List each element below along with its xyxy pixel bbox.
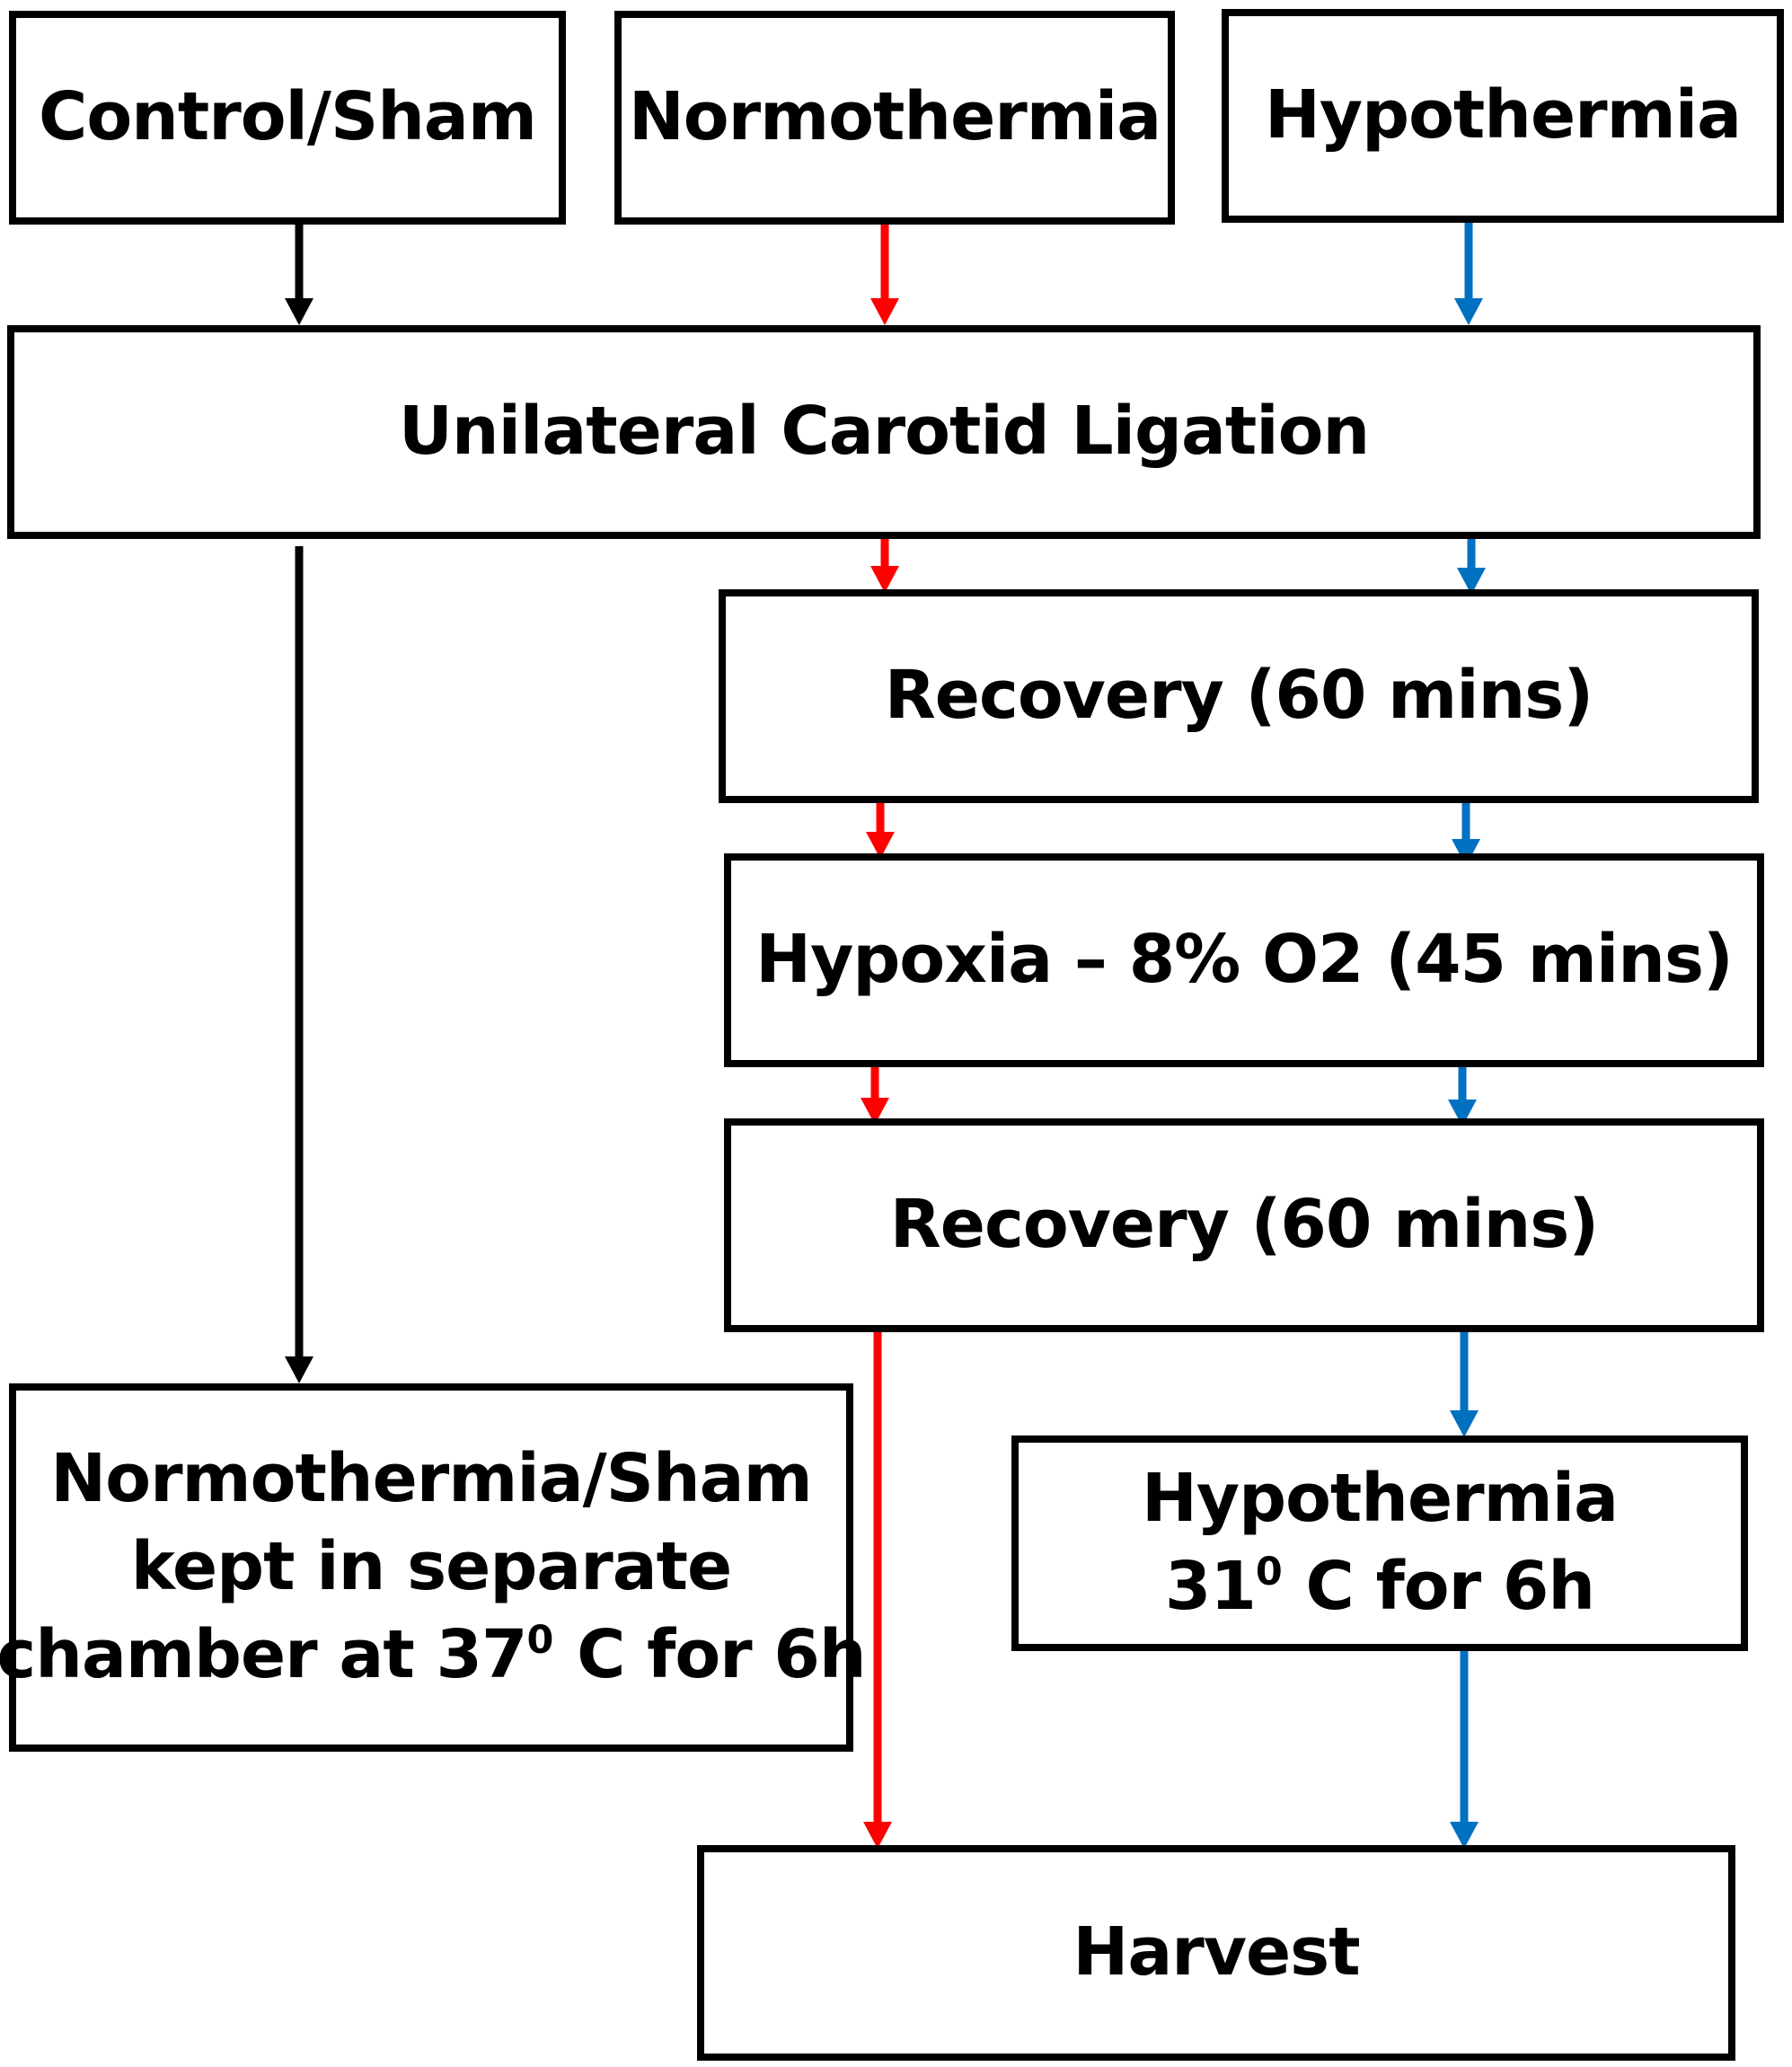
arrow-control-to-ligation [285,223,313,325]
control-sham-box: Control/Sham [9,11,566,225]
hypothermia-treatment-box: Hypothermia 310 C for 6h [1011,1435,1748,1651]
arrow-normo-to-ligation [870,223,899,325]
arrow-control-to-normo-sham [285,546,313,1383]
normothermia-sham-line-3-pre: chamber at 37 [0,1615,527,1693]
degree-superscript: 0 [1255,1550,1283,1595]
arrow-normo-recovery-to-harvest [863,1332,892,1849]
normothermia-sham-line-3-post: C for 6h [554,1615,867,1693]
harvest-box: Harvest [697,1845,1735,2061]
recovery-box-2: Recovery (60 mins) [724,1118,1764,1332]
arrow-control-to-normo-sham-head [285,1356,313,1383]
arrow-hypo-to-ligation-head [1454,298,1483,325]
normothermia-box: Normothermia [614,11,1175,225]
arrow-hypo-recovery-to-treatment [1450,1332,1479,1437]
arrow-normo-ligation-to-recovery [870,539,899,593]
normothermia-sham-line-3: chamber at 370 C for 6h [0,1612,867,1700]
arrow-hypo-hypoxia-to-recovery [1448,1067,1477,1126]
carotid-ligation-label: Unilateral Carotid Ligation [398,393,1370,471]
arrow-normo-to-ligation-head [870,298,899,325]
arrow-hypo-recovery-to-hypoxia-head [1452,839,1480,866]
carotid-ligation-box: Unilateral Carotid Ligation [7,325,1761,539]
arrow-hypo-ligation-to-recovery-head [1457,568,1486,595]
arrow-normo-recovery-to-hypoxia [866,803,895,859]
arrow-hypo-ligation-to-recovery [1457,539,1486,595]
arrow-control-to-ligation-head [285,298,313,325]
degree-superscript: 0 [526,1618,553,1664]
arrow-hypo-treatment-to-harvest [1450,1651,1479,1849]
recovery-box-1: Recovery (60 mins) [719,589,1759,803]
arrow-hypo-recovery-to-hypoxia [1452,803,1480,866]
recovery-label-1: Recovery (60 mins) [884,657,1593,735]
arrow-normo-recovery-to-hypoxia-head [866,832,895,859]
hypothermia-box: Hypothermia [1222,9,1784,223]
hypoxia-label: Hypoxia – 8% O2 (45 mins) [755,921,1734,999]
hypoxia-box: Hypoxia – 8% O2 (45 mins) [724,853,1764,1067]
recovery-label-2: Recovery (60 mins) [889,1186,1599,1264]
harvest-label: Harvest [1073,1913,1360,1992]
hypothermia-treatment-line-1: Hypothermia [1141,1460,1619,1538]
arrow-hypo-recovery-to-treatment-head [1450,1410,1479,1437]
arrow-normo-hypoxia-to-recovery [861,1067,889,1125]
arrow-hypo-to-ligation [1454,221,1483,325]
arrow-normo-recovery-to-harvest-head [863,1822,892,1849]
arrow-hypo-hypoxia-to-recovery-head [1448,1100,1477,1126]
hypothermia-treatment-line-2: 310 C for 6h [1164,1543,1596,1631]
normothermia-label: Normothermia [628,78,1161,156]
hypothermia-treatment-line-2-post: C for 6h [1283,1548,1596,1625]
arrow-hypo-treatment-to-harvest-head [1450,1822,1479,1849]
control-sham-label: Control/Sham [39,78,537,156]
arrow-normo-ligation-to-recovery-head [870,566,899,593]
normothermia-sham-box: Normothermia/Sham kept in separate chamb… [0,1383,867,1752]
normothermia-sham-line-2: kept in separate [130,1528,732,1606]
normothermia-sham-line-1: Normothermia/Sham [50,1440,812,1518]
hypothermia-treatment-line-2-pre: 31 [1164,1548,1257,1625]
hypothermia-label: Hypothermia [1264,76,1742,155]
arrow-normo-hypoxia-to-recovery-head [861,1098,889,1125]
